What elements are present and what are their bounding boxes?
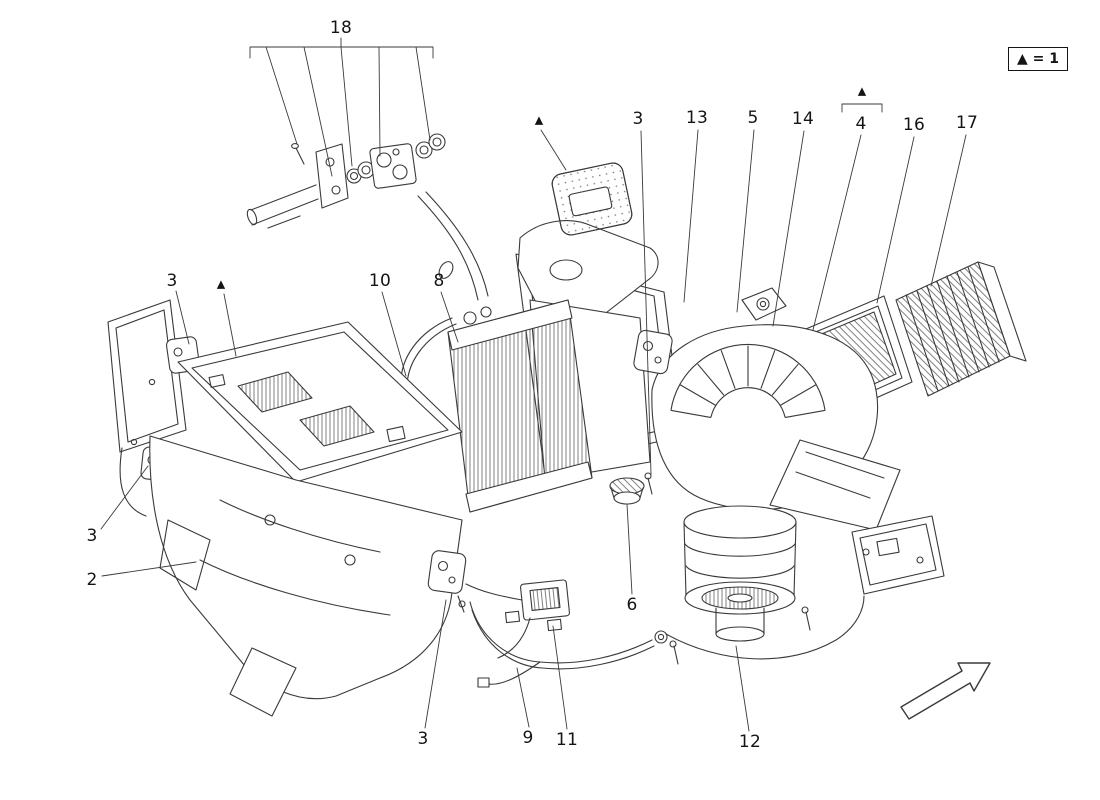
callout-part-3-b: 3: [166, 271, 178, 291]
wiring-harness: [465, 583, 865, 688]
callout-part-13: 13: [685, 108, 709, 128]
blower-housing: [651, 287, 901, 531]
drain-plug: [609, 477, 645, 505]
direction-arrow: [900, 662, 991, 720]
evaporator-core: [447, 299, 651, 513]
legend-box: ▲ = 1: [1008, 47, 1068, 72]
callout-part-6: 6: [626, 595, 638, 615]
callout-part-8: 8: [433, 271, 445, 291]
heater-housing-body: [149, 435, 463, 717]
cabin-filter-pleated: [895, 261, 1027, 397]
legend-text: ▲ = 1: [1017, 51, 1059, 67]
callout-part-9: 9: [522, 728, 534, 748]
triangle-marker-icon: ▲: [216, 277, 226, 291]
callout-part-3-c: 3: [86, 526, 98, 546]
callout-part-14: 14: [791, 109, 815, 129]
flap-actuator-right: [633, 329, 673, 495]
seal-pad: [551, 162, 633, 236]
leader-lines: [100, 37, 967, 732]
flap-actuator-bottom: [427, 550, 467, 613]
callout-part-18: 18: [329, 18, 353, 38]
side-mount-panel: [107, 299, 187, 517]
callout-part-3-d: 3: [417, 729, 429, 749]
control-module: [851, 515, 945, 595]
callout-part-3-a: 3: [632, 109, 644, 129]
triangle-marker-icon: ▲: [857, 84, 867, 98]
callout-part-16: 16: [902, 115, 926, 135]
callout-part-17: 17: [955, 113, 979, 133]
callout-part-4: 4: [855, 114, 867, 134]
power-module: [504, 579, 571, 632]
callout-part-2: 2: [86, 570, 98, 590]
triangle-marker-icon: ▲: [534, 113, 544, 127]
callout-part-11: 11: [555, 730, 579, 750]
housing-lid: [177, 321, 463, 483]
blower-motor: [669, 505, 811, 665]
callout-part-12: 12: [738, 732, 762, 752]
callout-part-5: 5: [747, 108, 759, 128]
callout-part-10: 10: [368, 271, 392, 291]
expansion-valve-kit: [246, 133, 446, 229]
